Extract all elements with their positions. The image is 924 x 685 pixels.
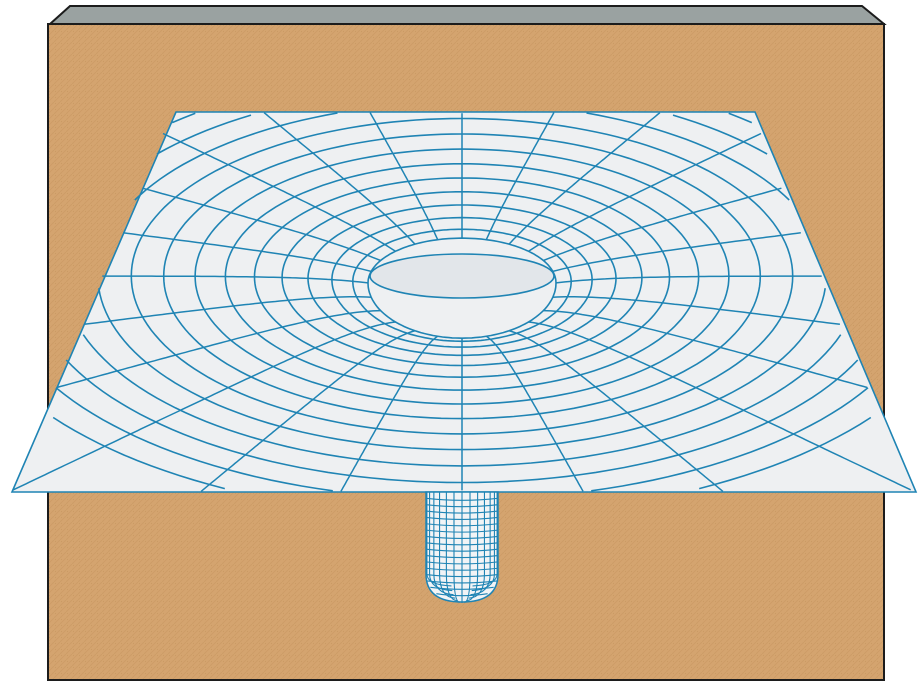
gravity-well-tube (426, 492, 498, 603)
box-top-face (50, 6, 884, 24)
central-well-opening (370, 254, 554, 298)
